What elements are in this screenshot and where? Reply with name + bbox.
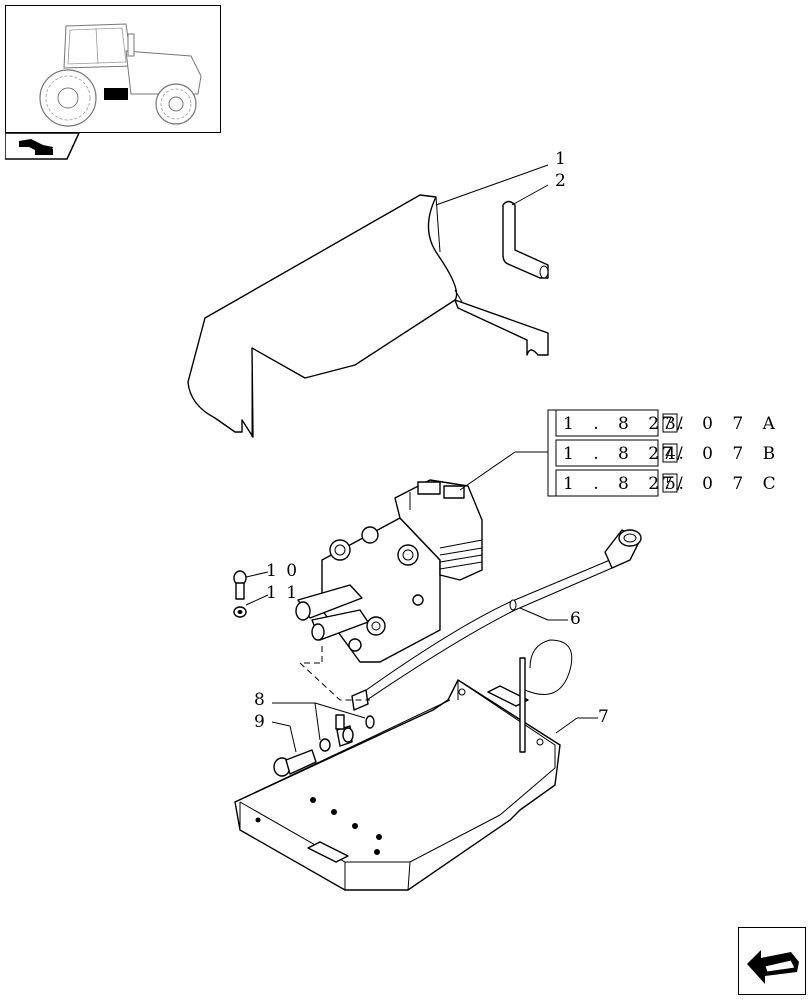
ref-2-box: 4 bbox=[665, 444, 683, 464]
section-tab-icon bbox=[5, 133, 80, 160]
part-8-fitting bbox=[319, 714, 375, 752]
callout-2: 2 bbox=[555, 171, 568, 191]
tractor-thumbnail-icon bbox=[39, 23, 202, 127]
reference-table: 1 . 8 2 . 7 3 / 0 7 A 1 . 8 2 . 7 4 / 0 … bbox=[555, 409, 783, 497]
callout-6: 6 bbox=[570, 609, 583, 629]
ref-3-left: 1 . 8 2 . bbox=[563, 474, 691, 494]
callout-9: 9 bbox=[254, 712, 267, 732]
next-page-button[interactable] bbox=[738, 927, 806, 995]
callout-7: 7 bbox=[598, 707, 611, 727]
callout-10: 1 0 bbox=[266, 561, 299, 581]
ref-2-right: / 0 7 B bbox=[677, 444, 782, 464]
tractor-thumbnail bbox=[5, 5, 221, 133]
ref-1-left: 1 . 8 2 . bbox=[563, 414, 691, 434]
ref-2-digit: 7 bbox=[662, 444, 680, 464]
ref-1-right: / 0 7 A bbox=[677, 414, 782, 434]
part-11-washer bbox=[233, 606, 247, 618]
next-page-arrow-icon bbox=[747, 950, 799, 984]
part-1-cover bbox=[187, 194, 549, 438]
callout-1: 1 bbox=[555, 149, 568, 169]
ref-3-digit: 7 bbox=[662, 474, 680, 494]
callout-8: 8 bbox=[254, 690, 267, 710]
ref-1-digit: 7 bbox=[662, 414, 680, 434]
part-2-hose bbox=[502, 200, 549, 279]
part-7-pin bbox=[519, 639, 573, 753]
ref-1-box: 3 bbox=[665, 414, 683, 434]
part-7-plate bbox=[234, 679, 561, 891]
ref-3-box: 5 bbox=[665, 474, 683, 494]
control-valve bbox=[295, 479, 483, 663]
ref-3-right: / 0 7 C bbox=[677, 474, 783, 494]
part-10-bolt bbox=[233, 570, 247, 600]
callout-11: 1 1 bbox=[266, 583, 299, 603]
part-6-cable bbox=[351, 529, 642, 711]
ref-2-left: 1 . 8 2 . bbox=[563, 444, 691, 464]
part-9-bolt bbox=[273, 749, 317, 777]
